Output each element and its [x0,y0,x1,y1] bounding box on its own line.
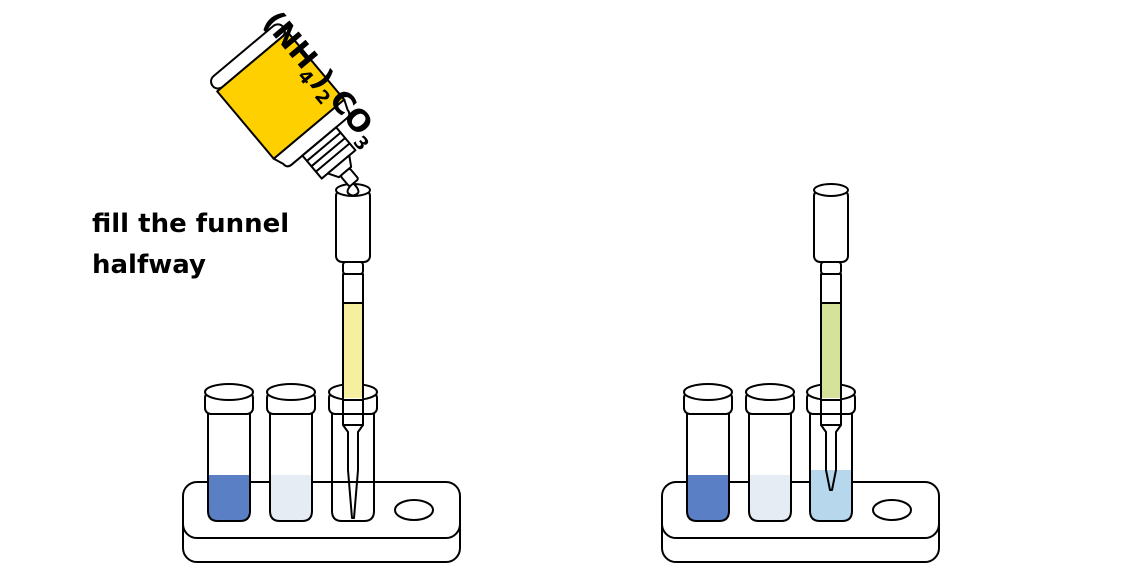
funnel-reservoir [335,189,371,263]
step-before-scene: (NH4)2CO3 fill the funnel halfway [92,5,461,563]
yellow-liquid [344,304,362,398]
step-after-scene [661,183,940,563]
instruction-line-1: fill the funnel [92,209,289,239]
test-tube-rack-left [182,481,461,563]
test-tube-rack-right [661,481,940,563]
column-funnel-left [335,183,371,519]
pale-solution [270,475,312,521]
test-tube-pale-right [745,383,795,522]
funnel-reservoir [813,189,849,263]
test-tube-light-blue-right [806,383,856,522]
empty-rack-hole [394,499,434,521]
blue-solution [208,475,250,521]
reagent-bottle [210,23,359,187]
column-funnel-right [813,183,849,491]
pale-solution [749,475,791,521]
instruction-line-2: halfway [92,250,206,280]
light-blue-solution [810,470,852,521]
green-liquid [822,304,840,398]
empty-rack-hole [872,499,912,521]
test-tube-blue-right [683,383,733,522]
test-tube-blue-left [204,383,254,522]
test-tube-pale-left [266,383,316,522]
blue-solution [687,475,729,521]
